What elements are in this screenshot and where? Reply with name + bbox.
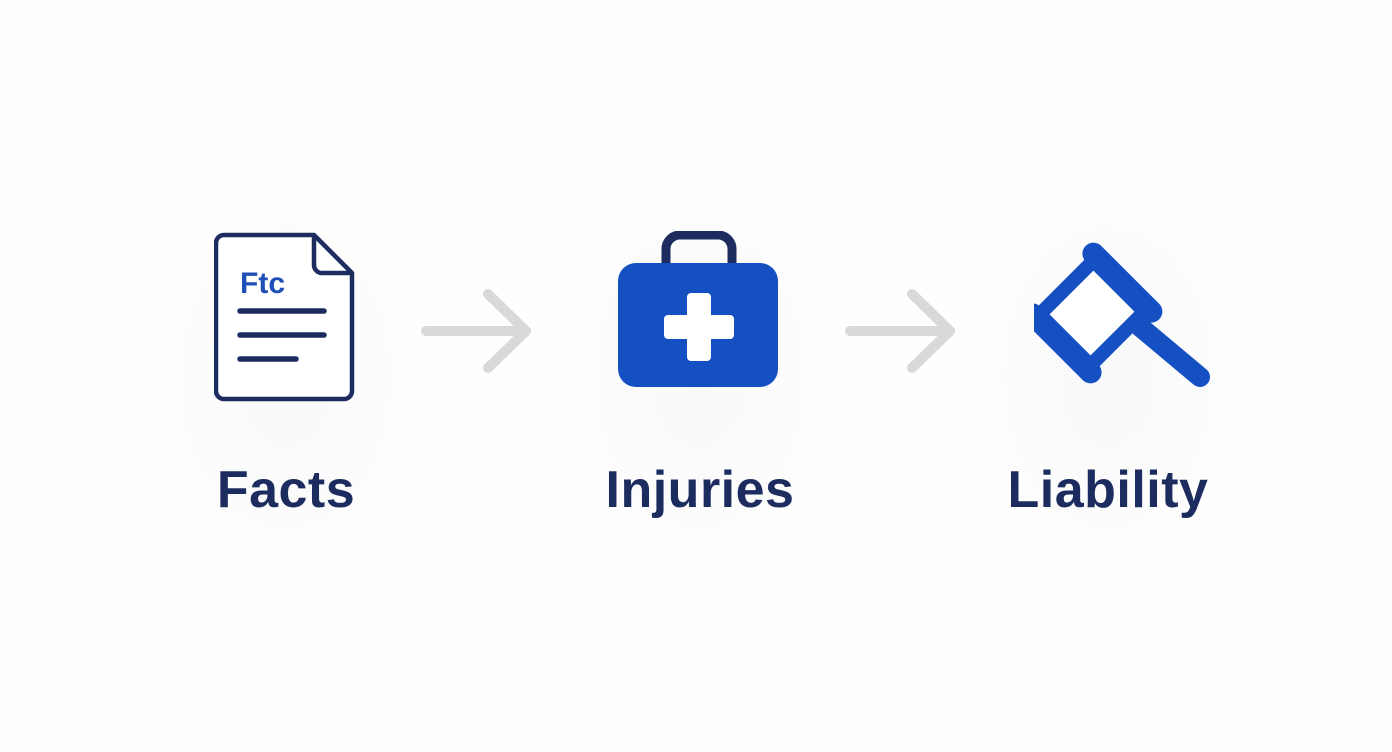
document-icon-text: Ftc [240, 267, 285, 300]
step-label-facts: Facts [216, 461, 356, 519]
step-injuries: Injuries [580, 205, 820, 550]
step-label-liability: Liability [1007, 461, 1209, 519]
document-icon: Ftc [214, 232, 355, 402]
step-facts: Ftc Facts [166, 205, 406, 550]
gavel-icon [1034, 242, 1210, 387]
step-liability: Liability [988, 205, 1228, 550]
step-label-injuries: Injuries [605, 461, 795, 519]
arrow-right-icon [845, 289, 955, 373]
medical-kit-icon [618, 231, 778, 387]
arrow-right-icon [421, 289, 531, 373]
